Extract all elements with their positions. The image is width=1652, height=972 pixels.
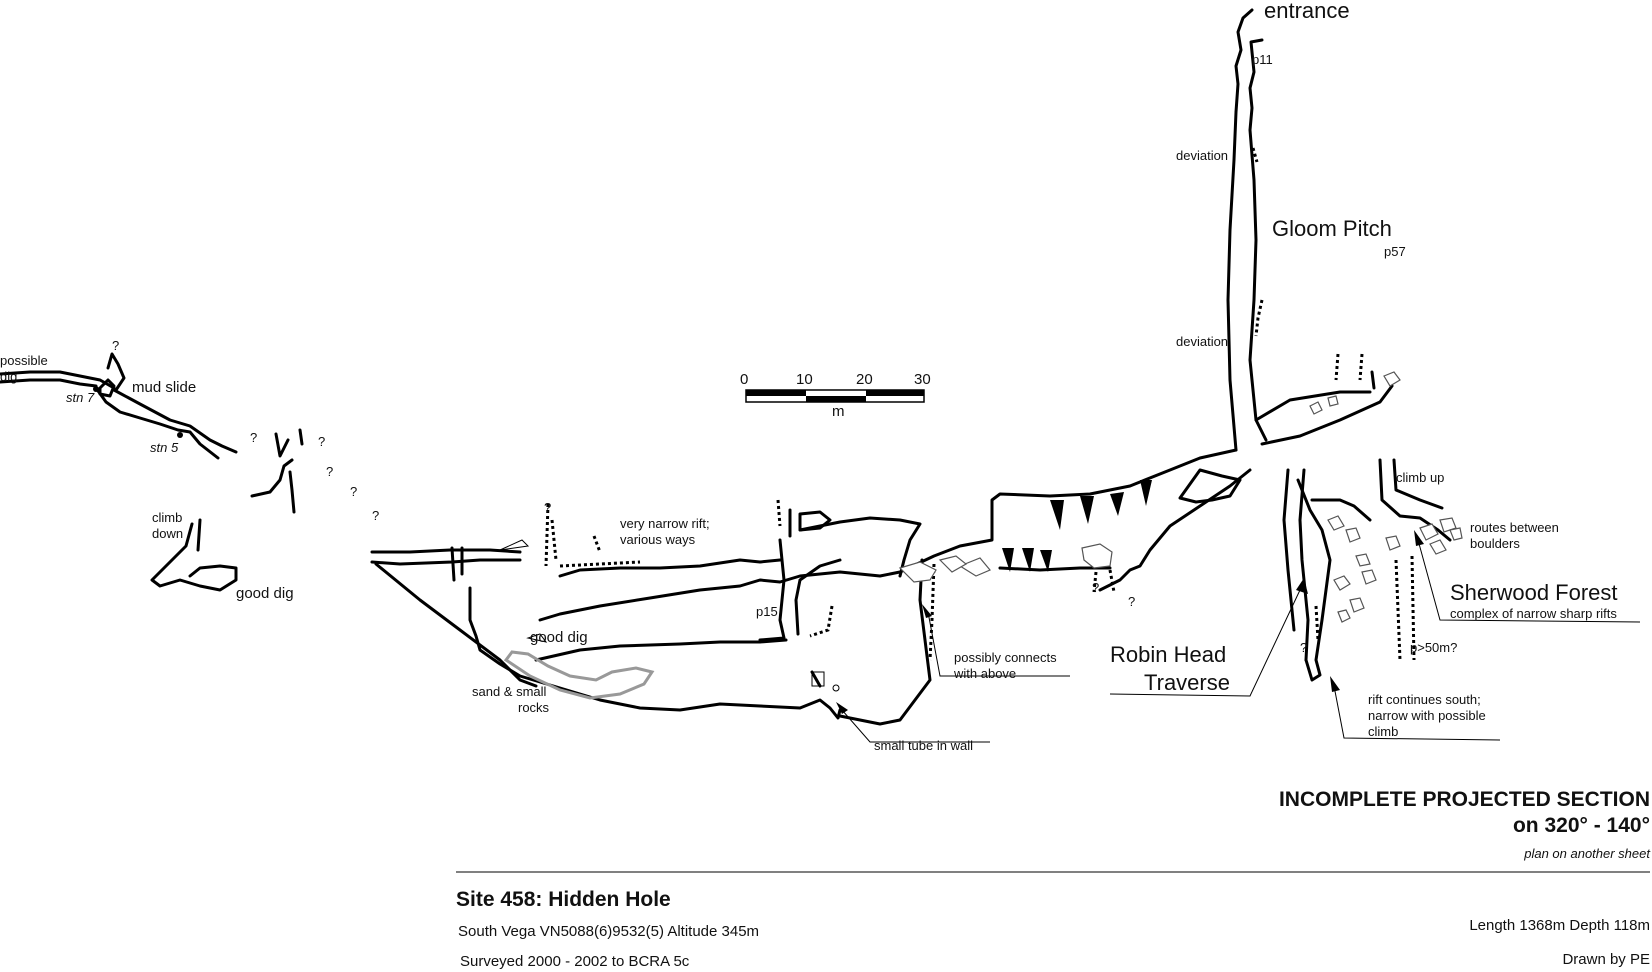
scale-tick-30: 30 bbox=[914, 371, 931, 388]
label-possible-dig-2: dig bbox=[0, 369, 17, 384]
label-rift-south-3: climb bbox=[1368, 724, 1398, 739]
label-p50: p>50m? bbox=[1410, 640, 1457, 655]
label-q-3: ? bbox=[318, 434, 325, 449]
scale-tick-10: 10 bbox=[796, 371, 813, 388]
scale-tick-20: 20 bbox=[856, 371, 873, 388]
label-narrow-rift-2: various ways bbox=[620, 532, 696, 547]
label-mud-slide: mud slide bbox=[132, 379, 196, 396]
label-deviation-lower: deviation bbox=[1176, 334, 1228, 349]
label-q-6: ? bbox=[372, 508, 379, 523]
survey-info: Surveyed 2000 - 2002 to BCRA 5c bbox=[460, 953, 690, 970]
label-p57: p57 bbox=[1384, 244, 1406, 259]
label-q-7: ? bbox=[544, 500, 551, 515]
label-small-tube: small tube in wall bbox=[874, 738, 973, 753]
label-sherwood-forest: Sherwood Forest bbox=[1450, 580, 1618, 605]
scale-tick-0: 0 bbox=[740, 371, 748, 388]
central-passages bbox=[544, 499, 968, 726]
label-q-4: ? bbox=[326, 464, 333, 479]
label-q-10: ? bbox=[1300, 640, 1307, 655]
footer-info: Site 458: Hidden Hole South Vega VN5088(… bbox=[456, 888, 1650, 970]
label-robin-head-2: Traverse bbox=[1144, 670, 1230, 695]
label-sand-1: sand & small bbox=[472, 684, 547, 699]
label-rift-south-1: rift continues south; bbox=[1368, 692, 1481, 707]
upper-right-passage bbox=[1254, 353, 1401, 446]
western-section bbox=[0, 352, 304, 592]
section-title-line-1: INCOMPLETE PROJECTED SECTION bbox=[1279, 788, 1650, 811]
label-deviation-upper: deviation bbox=[1176, 148, 1228, 163]
label-routes-1: routes between bbox=[1470, 520, 1559, 535]
label-sherwood-subtitle: complex of narrow sharp rifts bbox=[1450, 606, 1617, 621]
label-gloom-pitch: Gloom Pitch bbox=[1272, 216, 1392, 241]
section-subtitle: plan on another sheet bbox=[1523, 846, 1651, 861]
scale-bar: 0 10 20 30 m bbox=[740, 371, 931, 420]
scale-unit: m bbox=[832, 403, 845, 420]
site-location: South Vega VN5088(6)9532(5) Altitude 345… bbox=[458, 923, 759, 940]
label-possibly-connects-2: with above bbox=[953, 666, 1016, 681]
label-climb-down-2: down bbox=[152, 526, 183, 541]
label-entrance: entrance bbox=[1264, 0, 1350, 23]
label-good-dig-center: good dig bbox=[530, 629, 588, 646]
label-p11: p11 bbox=[1252, 52, 1273, 67]
label-sand-2: rocks bbox=[518, 700, 550, 715]
label-stn7: stn 7 bbox=[66, 390, 95, 405]
drawn-by: Drawn by PE bbox=[1562, 951, 1650, 968]
label-climb-up: climb up bbox=[1396, 470, 1444, 485]
label-stn5: stn 5 bbox=[150, 440, 179, 455]
label-routes-2: boulders bbox=[1470, 536, 1520, 551]
label-robin-head-1: Robin Head bbox=[1110, 642, 1226, 667]
label-q-9: ? bbox=[1128, 594, 1135, 609]
label-narrow-rift-1: very narrow rift; bbox=[620, 516, 710, 531]
entrance-shaft bbox=[1226, 8, 1268, 452]
label-possibly-connects-1: possibly connects bbox=[954, 650, 1057, 665]
label-climb-down-1: climb bbox=[152, 510, 182, 525]
label-q-5: ? bbox=[350, 484, 357, 499]
label-q-1: ? bbox=[112, 338, 119, 353]
site-title: Site 458: Hidden Hole bbox=[456, 888, 671, 911]
western-rift bbox=[370, 539, 548, 688]
label-q-8: ? bbox=[1092, 580, 1099, 595]
label-possible-dig-1: possible bbox=[0, 353, 48, 368]
length-depth: Length 1368m Depth 118m bbox=[1469, 917, 1650, 934]
label-rift-south-2: narrow with possible bbox=[1368, 708, 1486, 723]
survey-labels: entrance p11 deviation Gloom Pitch p57 d… bbox=[0, 0, 1618, 753]
label-p15: p15 bbox=[756, 604, 778, 619]
section-title-line-2: on 320° - 140° bbox=[1513, 814, 1650, 837]
section-title-block: INCOMPLETE PROJECTED SECTION on 320° - 1… bbox=[456, 788, 1651, 873]
rift-area bbox=[1282, 458, 1463, 682]
leader-lines bbox=[836, 530, 1641, 743]
label-good-dig-left: good dig bbox=[236, 585, 294, 602]
label-q-2: ? bbox=[250, 430, 257, 445]
